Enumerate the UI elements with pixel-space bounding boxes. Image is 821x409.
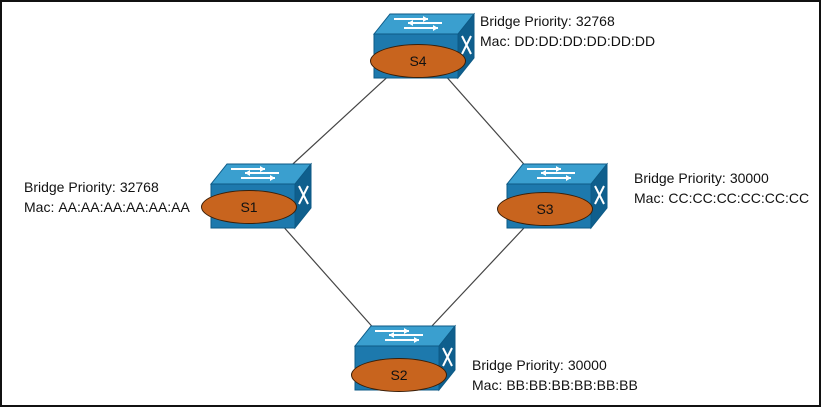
mac-value: CC:CC:CC:CC:CC:CC [668, 190, 810, 206]
mac-value: DD:DD:DD:DD:DD:DD [514, 33, 656, 49]
priority-label: Bridge Priority: [634, 170, 726, 186]
priority-value: 32768 [119, 179, 159, 195]
mac-label: Mac: [472, 377, 503, 393]
switch-s1-label: S1 [201, 190, 297, 224]
switch-s3-label: S3 [497, 192, 593, 226]
switch-s4: S4 [364, 12, 476, 82]
switch-s2: S2 [345, 324, 457, 394]
switch-s3: S3 [497, 162, 609, 232]
switch-s2-info: Bridge Priority:30000 Mac:BB:BB:BB:BB:BB… [472, 355, 638, 395]
mac-value: AA:AA:AA:AA:AA:AA [58, 199, 190, 215]
switch-s2-label: S2 [351, 358, 447, 392]
mac-label: Mac: [634, 190, 665, 206]
switch-s3-info: Bridge Priority:30000 Mac:CC:CC:CC:CC:CC… [634, 168, 809, 208]
switch-s1: S1 [201, 162, 313, 232]
priority-value: 30000 [567, 357, 607, 373]
mac-label: Mac: [24, 199, 55, 215]
mac-label: Mac: [480, 33, 511, 49]
priority-value: 30000 [729, 170, 769, 186]
switch-s4-label: S4 [370, 44, 466, 78]
priority-label: Bridge Priority: [24, 179, 116, 195]
switch-s4-info: Bridge Priority:32768 Mac:DD:DD:DD:DD:DD… [480, 11, 655, 51]
priority-label: Bridge Priority: [472, 357, 564, 373]
switch-s1-info: Bridge Priority:32768 Mac:AA:AA:AA:AA:AA… [24, 177, 190, 217]
priority-label: Bridge Priority: [480, 13, 572, 29]
mac-value: BB:BB:BB:BB:BB:BB [506, 377, 638, 393]
priority-value: 32768 [575, 13, 615, 29]
